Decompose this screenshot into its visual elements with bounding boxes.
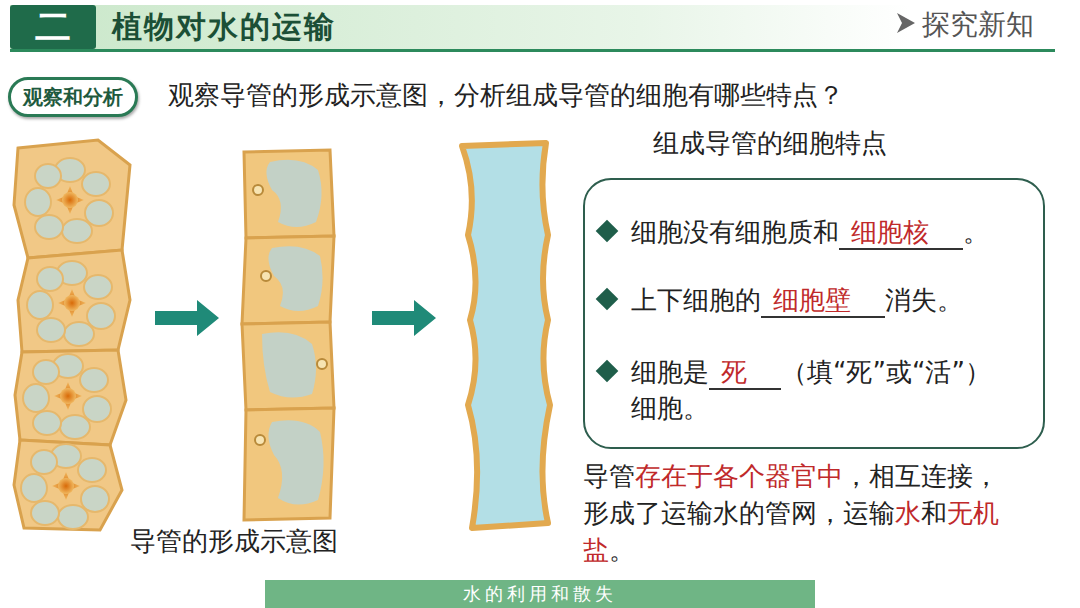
cell-stage-two-part (244, 408, 334, 520)
footer-text: 水的利用和散失 (463, 582, 617, 606)
badge-pill: 观察和分析 (8, 77, 138, 117)
row-text: 消失。 (885, 285, 963, 315)
cell-stage-one-part (21, 444, 109, 529)
slide-title: 植物对水的运输 (112, 7, 336, 48)
arrow-icon-part (897, 13, 915, 33)
feature-row: 细胞没有细胞质和细胞核。 (631, 214, 1031, 250)
process-arrow-part (155, 300, 219, 336)
cell-stage-two-part (242, 322, 334, 410)
cell-stage-two-part (262, 332, 316, 397)
feature-row: 细胞是死（填“死”或“活”）细胞。 (631, 354, 991, 426)
body-text: 。 (609, 535, 635, 565)
cell-stage-one-part (15, 350, 126, 445)
header-band-part (10, 49, 1055, 52)
figure-caption: 导管的形成示意图 (130, 524, 338, 559)
section-number: 二 (35, 3, 71, 52)
fill-in-answer: 细胞核 (839, 218, 963, 250)
arrow-icon (897, 13, 915, 33)
question-text: 观察导管的形成示意图，分析组成导管的细胞有哪些特点？ (168, 78, 844, 113)
box-heading: 组成导管的细胞特点 (653, 126, 887, 161)
cell-stage-two-part (253, 185, 263, 195)
row-text: 。 (963, 217, 989, 247)
cell-stage-two-part (317, 359, 327, 369)
cell-stage-two-part (255, 435, 265, 445)
section-number-tab: 二 (10, 5, 96, 49)
body-text: 和 (921, 498, 947, 528)
row-text: 上下细胞的 (631, 285, 761, 315)
cell-stage-one-part (18, 250, 130, 352)
highlight-text: 水 (895, 498, 921, 528)
process-arrow-part (372, 300, 436, 336)
cell-stage-two-part (244, 150, 334, 238)
feature-box: 组成导管的细胞特点细胞没有细胞质和细胞核。上下细胞的细胞壁消失。细胞是死（填“死… (583, 124, 1045, 449)
fill-in-answer: 死 (709, 358, 781, 390)
cell-stage-two-part (268, 246, 322, 311)
cell-stage-one-part (23, 354, 111, 439)
vessel-tube-part (462, 143, 550, 528)
cell-stage-two (242, 150, 334, 520)
cell-stage-one-part (25, 158, 113, 243)
feature-row: 上下细胞的细胞壁消失。 (631, 282, 1031, 318)
section-tag: 探究新知 (922, 6, 1034, 44)
header-band (10, 5, 1055, 52)
cell-stage-two-part (268, 420, 323, 504)
cell-stage-one-part (14, 440, 122, 530)
row-text: 细胞没有细胞质和 (631, 217, 839, 247)
footer-band: 水的利用和散失 (265, 580, 815, 608)
row-text: 细胞是 (631, 357, 709, 387)
cell-stage-two-part (242, 236, 334, 324)
cell-stage-one (14, 140, 130, 530)
fill-in-answer: 细胞壁 (761, 286, 885, 318)
vessel-tube (462, 143, 550, 528)
header-band-part (10, 5, 910, 49)
cell-stage-two-part (266, 160, 321, 227)
summary-paragraph: 导管存在于各个器官中，相互连接，形成了运输水的管网，运输水和无机盐。 (583, 458, 1023, 569)
cell-stage-one-part (27, 261, 115, 346)
cell-stage-one-part (14, 140, 130, 258)
highlight-text: 存在于各个器官中 (635, 461, 843, 491)
badge-text: 观察和分析 (23, 84, 123, 110)
body-text: 导管 (583, 461, 635, 491)
cell-stage-two-part (261, 271, 271, 281)
